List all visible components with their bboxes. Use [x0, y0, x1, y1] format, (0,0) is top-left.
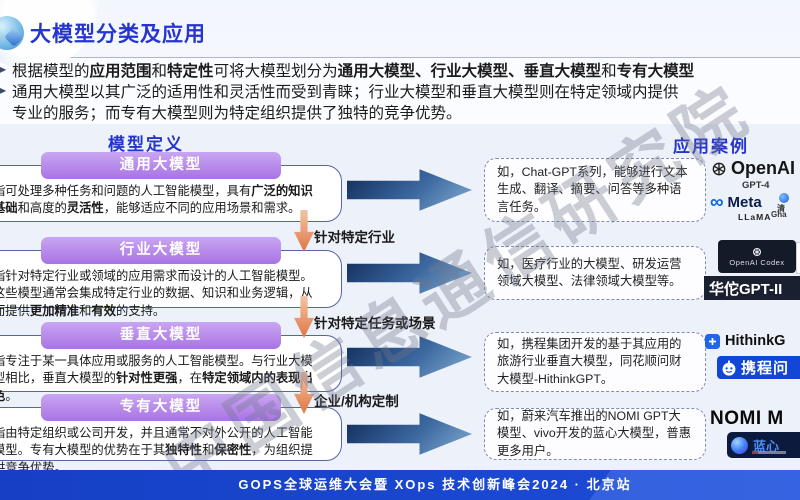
flow-label-enterprise: 企业/机构定制 — [314, 394, 399, 409]
definition-box-industry: 行业大模型 指针对特定行业或领域的应用需求而设计的人工智能模型。这些模型通常会集… — [0, 237, 342, 318]
bullet-arrow-icon: ➤ — [0, 83, 7, 98]
definition-box-proprietary: 专有大模型 指由特定组织或公司开发，并且通常不对外公开的人工智能模型。专有大模型… — [0, 394, 342, 475]
chatglm-icon — [779, 193, 789, 203]
chatglm-fragment-2: Gha — [771, 210, 787, 219]
ctrip-wendao-badge: 携程问 — [717, 356, 800, 379]
definition-text-industry: 指针对特定行业或领域的应用需求而设计的人工智能模型。这些模型通常会集成特定行业的… — [0, 269, 313, 318]
bluelm-badge: 蓝心 — [727, 432, 800, 458]
openai-codex-icon — [752, 247, 762, 256]
bluelm-subtext-marks — [752, 451, 786, 454]
bullet-arrow-icon: ➤ — [0, 62, 7, 77]
bullet-1: 根据模型的应用范围和特定性可将大模型划分为通用大模型、行业大模型、垂直大模型和专… — [12, 63, 695, 80]
openai-wordmark: OpenAI — [731, 158, 796, 178]
bullet-band — [0, 57, 800, 125]
bluelm-icon — [731, 436, 748, 454]
openai-codex-label: OpenAI Codex — [729, 257, 785, 267]
hithink-wordmark: HithinkG — [725, 333, 786, 349]
chatglm-fragment-1: 清 — [777, 204, 785, 213]
hithink-logo: HithinkG — [705, 333, 785, 349]
pill-vertical-model: 垂直大模型 — [41, 322, 281, 349]
case-box-vertical: 如，携程集团开发的基于其应用的旅游行业垂直大模型，同花顺问财大模型-Hithin… — [484, 332, 706, 392]
huatuo-gpt-badge: 华佗GPT-II — [704, 276, 800, 300]
bluelm-label: 蓝心 — [753, 438, 780, 454]
pill-general-model: 通用大模型 — [41, 152, 281, 179]
left-column-header: 模型定义 — [108, 135, 184, 154]
definition-box-vertical: 垂直大模型 指专注于某一具体应用或服务的人工智能模型。与行业大模型相比，垂直大模… — [0, 322, 342, 403]
nomi-wordmark: NOMI M — [710, 408, 784, 429]
case-text-proprietary: 如，蔚来汽车推出的NOMI GPT大模型、vivo开发的蓝心大模型，普惠更多用户… — [497, 408, 692, 458]
openai-icon — [712, 162, 726, 175]
cutoff-card-fragment — [796, 242, 800, 274]
footer-bar: GOPS全球运维大会暨 XOps 技术创新峰会2024 · 北京站 — [0, 470, 800, 500]
ctrip-wendao-label: 携程问 — [741, 360, 790, 377]
meta-logo: ∞ Meta — [710, 193, 762, 212]
case-box-general: 如，Chat-GPT系列，能够进行文本生成、翻译、摘要、问答等多种语言任务。 — [484, 158, 706, 222]
case-box-proprietary: 如，蔚来汽车推出的NOMI GPT大模型、vivo开发的蓝心大模型，普惠更多用户… — [484, 408, 706, 460]
robot-face-icon — [722, 359, 736, 376]
hithink-icon — [705, 333, 720, 349]
meta-infinity-icon: ∞ — [710, 192, 724, 213]
top-band — [0, 0, 800, 57]
right-column-header: 应用案例 — [673, 137, 749, 156]
bullet-2: 通用大模型以其广泛的适用性和灵活性而受到青睐；行业大模型和垂直大模型则在特定领域… — [12, 84, 679, 122]
flow-label-industry: 针对特定行业 — [314, 230, 395, 245]
definition-text-vertical: 指专注于某一具体应用或服务的人工智能模型。与行业大模型相比，垂直大模型的针对性更… — [0, 354, 313, 403]
gpt4-label: GPT-4 — [742, 180, 770, 191]
pill-proprietary-model: 专有大模型 — [41, 394, 281, 421]
flow-label-task: 针对特定任务或场景 — [314, 316, 436, 331]
pill-industry-model: 行业大模型 — [41, 237, 281, 264]
case-text-industry: 如，医疗行业的大模型、研发运营领域大模型、法律领域大模型等。 — [497, 256, 682, 288]
meta-wordmark: Meta — [727, 194, 762, 211]
huatuo-gpt-label: 华佗GPT-II — [709, 280, 783, 298]
page-title: 大模型分类及应用 — [30, 23, 206, 46]
openai-codex-badge: OpenAI Codex — [718, 240, 796, 273]
case-text-vertical: 如，携程集团开发的基于其应用的旅游行业垂直大模型，同花顺问财大模型-Hithin… — [497, 336, 682, 386]
openai-logo: OpenAI — [711, 158, 795, 179]
definition-text-general: 指可处理多种任务和问题的人工智能模型，具有广泛的知识基础和高度的灵活性，能够适应… — [0, 184, 313, 216]
definition-box-general: 通用大模型 指可处理多种任务和问题的人工智能模型，具有广泛的知识基础和高度的灵活… — [0, 152, 342, 222]
llama-label: LLaMA — [738, 212, 772, 222]
case-text-general: 如，Chat-GPT系列，能够进行文本生成、翻译、摘要、问答等多种语言任务。 — [497, 164, 688, 214]
case-box-industry: 如，医疗行业的大模型、研发运营领域大模型、法律领域大模型等。 — [484, 246, 706, 300]
footer-text: GOPS全球运维大会暨 XOps 技术创新峰会2024 · 北京站 — [238, 477, 632, 492]
